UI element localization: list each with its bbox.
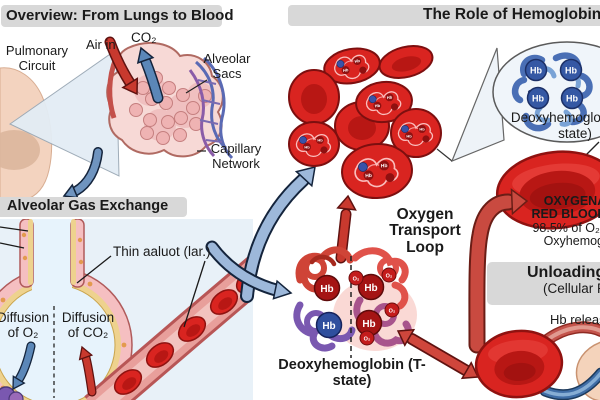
air-in-arrow [104,36,139,96]
co2-out-arrow [136,46,164,104]
rbc-cluster [288,45,442,200]
overview-to-exchange-arrow [62,147,103,199]
thin-wall-label: Thin aaluot (lar.) [113,244,211,259]
capillary-network-label: Capillary Network [210,141,262,171]
diffusion-co2-label: Diffusion of CO₂ [61,310,115,341]
oxygenated-line1: OXYGENATED [543,194,600,208]
transport-loop-arrow [468,188,529,354]
svg-text:Hb: Hb [530,66,542,76]
deoxyhemoglobin-top-label: Deoxyhemoglobin (T-state) [510,110,600,141]
air-in-label: Air in [86,37,116,52]
pulmonary-circuit-label: Pulmonary Circuit [5,43,69,73]
oxygen-transport-loop-label: Oxygen Transport Loop [389,206,461,256]
svg-text:O₂: O₂ [353,277,360,283]
svg-text:Hb: Hb [364,283,377,294]
svg-text:O₂: O₂ [364,337,371,343]
diffusion-o2-arrow [12,341,36,391]
role-title: The Role of Hemoglobin [423,6,600,23]
deoxyhemoglobin-molecule-center: Hb Hb Hb Hb O₂ O₂ O₂ O₂ [293,246,417,358]
deoxyhemoglobin-bottom-label: Deoxyhemoglobin (T-state) [278,357,426,389]
svg-text:Hb: Hb [362,319,375,330]
svg-text:O₂: O₂ [389,309,396,315]
svg-text:Hb: Hb [532,94,544,104]
diffusion-co2-arrow [78,345,97,397]
oxygenated-rbc-label: OXYGENATED RED BLOOD CELL 98.5% of O₂ ca… [482,194,600,248]
svg-text:O₂: O₂ [386,274,393,280]
alveolar-sacs-label: Alveolar Sacs [203,51,251,81]
svg-text:Hb: Hb [320,284,333,295]
hemoglobin-unloading-double-arrow [396,328,480,380]
co2-label: CO₂ [131,30,157,45]
oxygenated-line3: 98.5% of O₂ carried [532,220,600,235]
pointer-lines-overview [185,79,208,152]
oxygenated-line4: Oxyhemoglobin [543,233,600,248]
oxygenated-line2: RED BLOOD CELL [531,207,600,222]
unloading-rbc [474,329,564,399]
unloading-title: Unloading [527,264,600,281]
overview-title-bar [1,5,222,27]
role-title-bar [288,5,600,26]
diffusion-o2-label: Diffusion of O₂ [0,310,50,341]
unloading-subtitle: (Cellular Respiration) [543,281,600,297]
hb-released-label: Hb released [550,312,600,327]
overview-title: Overview: From Lungs to Blood [6,7,234,24]
capillary-network-illustration [188,56,234,160]
svg-text:Hb: Hb [322,321,335,332]
oxygenated-rbc [495,150,600,230]
svg-text:Hb: Hb [566,94,578,104]
unloading-box: Unloading (Cellular Respiration) [487,262,600,305]
pointer-lines-exchange [0,226,206,328]
cluster-magnifier-line [436,148,453,162]
gas-exchange-title-bar [0,197,187,217]
exchange-to-hemoglobin-arrow [205,240,293,300]
gas-exchange-title: Alveolar Gas Exchange [7,198,169,214]
tissue-vessels [539,321,600,400]
svg-text:Hb: Hb [565,66,577,76]
deoxyhemoglobin-molecule-blue: Hb Hb Hb Hb [511,52,593,132]
